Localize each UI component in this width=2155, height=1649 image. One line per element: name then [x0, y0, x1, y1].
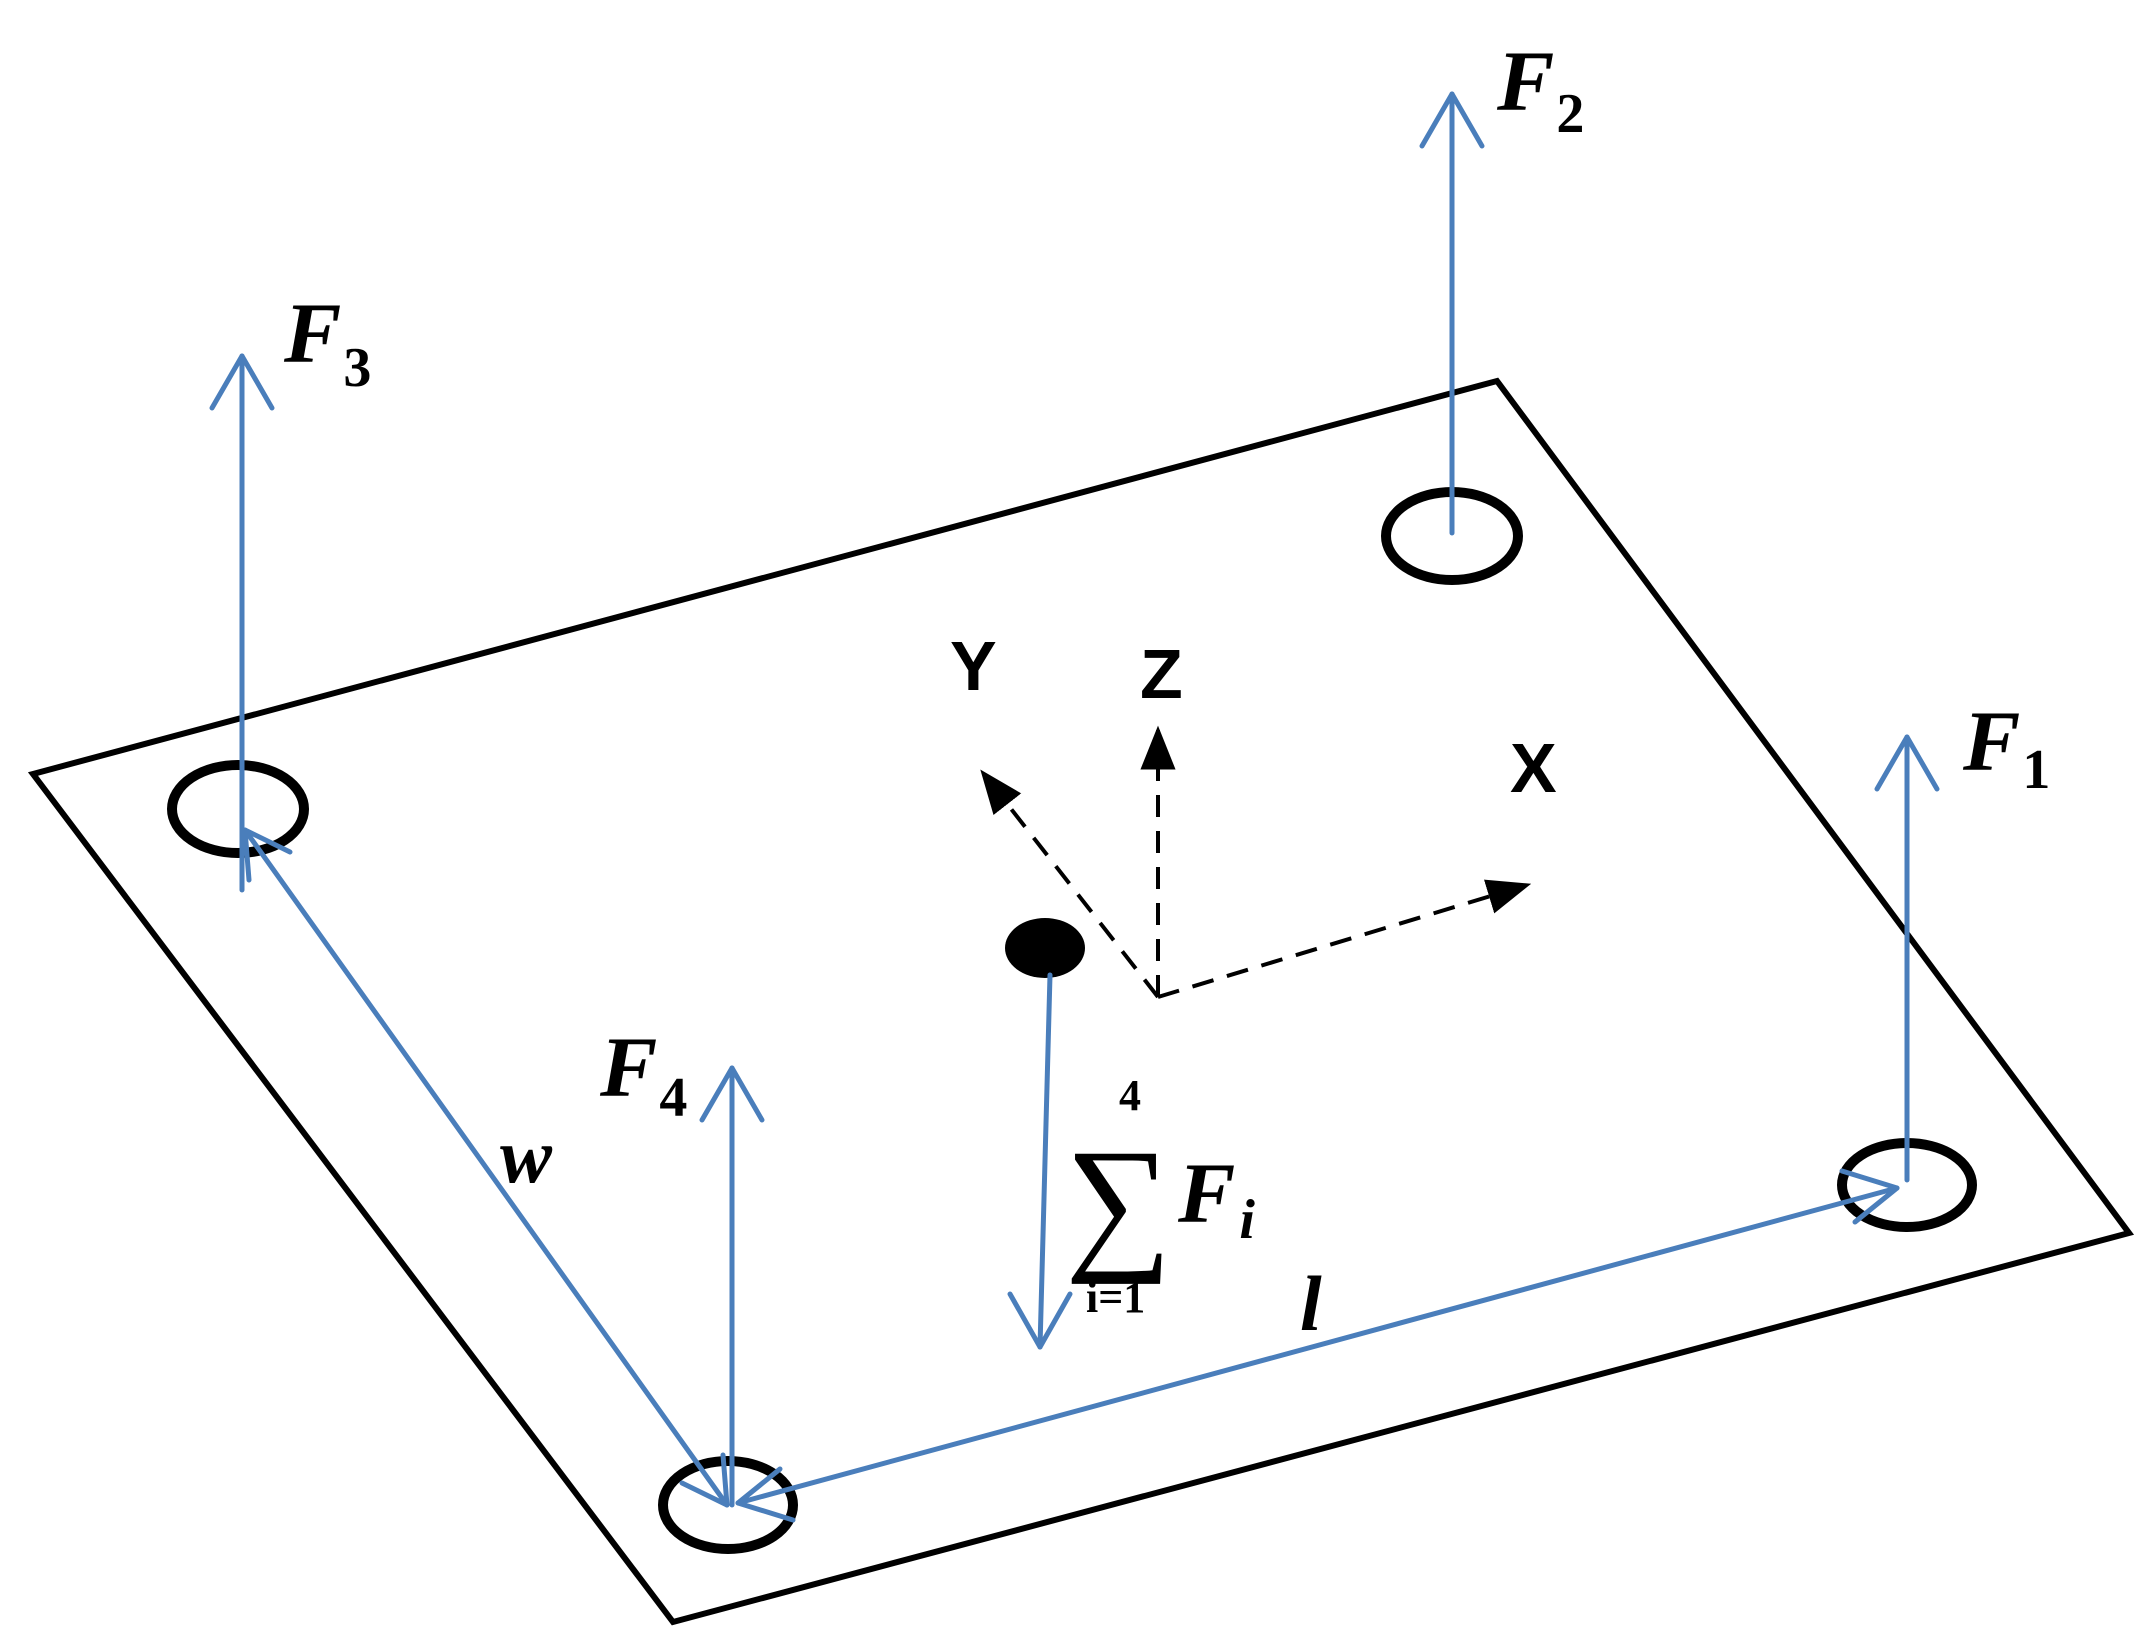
width-dimension-arrowhead-bottom: [679, 1452, 730, 1508]
force-label-f4: F4: [599, 1019, 687, 1129]
force-label-f3: F3: [283, 285, 371, 399]
sum-upper-limit: 4: [1119, 1071, 1141, 1120]
length-dimension-arrowhead-right: [1839, 1168, 1900, 1225]
length-dimension-arrowhead-left: [735, 1466, 796, 1523]
y-axis-arrow: [980, 769, 1160, 999]
force-label-f2: F2: [1496, 33, 1584, 145]
support-ring-f4: [658, 1456, 798, 1554]
sum-lower-limit: i=1: [1086, 1273, 1145, 1322]
width-dimension-arrowhead-top: [242, 827, 293, 883]
sum-operator: ∑: [1065, 1119, 1172, 1285]
force-arrowhead-f4: [699, 1065, 765, 1123]
coordinate-axes: [980, 725, 1532, 999]
force-label-f1: F1: [1962, 693, 2050, 801]
axis-label-z: Z: [1140, 635, 1183, 713]
dimension-label-l: l: [1300, 1260, 1322, 1347]
resultant-force-arrowhead: [1007, 1291, 1073, 1350]
force-arrowhead-f3: [209, 353, 275, 411]
width-dimension-line: [242, 827, 730, 1508]
force-vectors: [209, 91, 1940, 1523]
plate-outline: [27, 377, 2135, 1626]
force-arrowhead-f1: [1874, 734, 1940, 792]
support-ring-f3: [167, 760, 309, 858]
length-dimension-line: [735, 1185, 1900, 1506]
resultant-force-label: 4 ∑ i=1 Fi: [1065, 1071, 1255, 1322]
axis-label-y: Y: [950, 627, 997, 705]
force-arrowhead-f2: [1419, 91, 1485, 149]
resultant-force-arrow: [1037, 972, 1053, 1350]
dimension-label-w: w: [500, 1112, 553, 1199]
center-of-mass: [1005, 918, 1085, 978]
sum-force-label: Fi: [1177, 1145, 1255, 1251]
axis-label-x: X: [1510, 729, 1557, 807]
x-axis-arrow: [1157, 879, 1532, 999]
